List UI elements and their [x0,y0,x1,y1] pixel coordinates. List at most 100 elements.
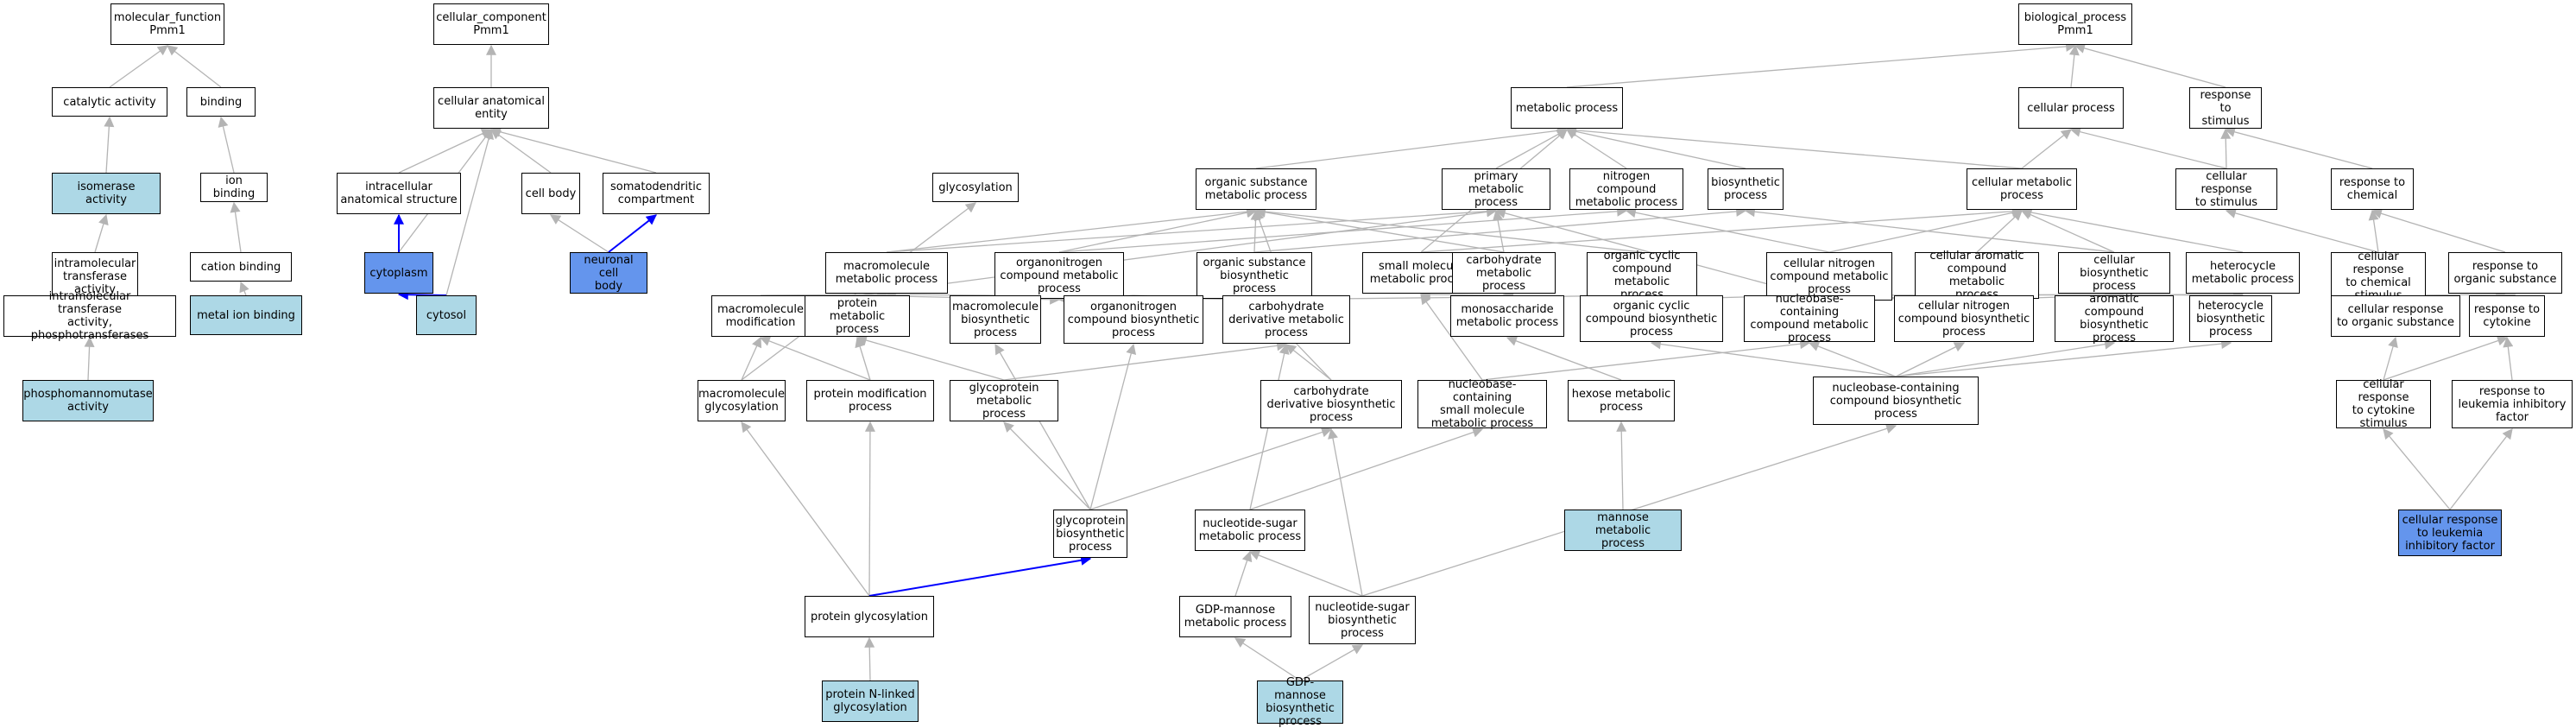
edge-protein-glyco-to-macromol-glyco [741,421,870,597]
node-hexose-met[interactable]: hexose metabolic process [1568,380,1675,421]
node-intracellular[interactable]: intracellular anatomical structure [337,173,461,214]
node-cell-nitrogen-met[interactable]: cellular nitrogen compound metabolic pro… [1766,252,1892,301]
node-glycoprotein-bio[interactable]: glycoprotein biosynthetic process [1053,510,1127,558]
node-nucleotide-sugar-bio[interactable]: nucleotide-sugar biosynthetic process [1309,596,1416,644]
node-heterocycle-met[interactable]: heterocycle metabolic process [2186,252,2300,294]
node-somatodendritic[interactable]: somatodendritic compartment [603,173,710,214]
node-carb-deriv-bio[interactable]: carbohydrate derivative biosynthetic pro… [1260,380,1402,428]
node-cell-bio[interactable]: cellular biosynthetic process [2058,252,2170,294]
node-carb-met[interactable]: carbohydrate metabolic process [1452,252,1556,294]
node-cell-resp-stim[interactable]: cellular response to stimulus [2175,168,2277,210]
node-glycoprotein-met[interactable]: glycoprotein metabolic process [950,380,1058,421]
node-protein-glyco[interactable]: protein glycosylation [805,596,934,637]
node-isomerase[interactable]: isomerase activity [52,173,161,214]
node-cell-body[interactable]: cell body [521,173,580,214]
node-cell-resp-org-sub[interactable]: cellular response to organic substance [2331,295,2460,337]
node-resp-org-sub[interactable]: response to organic substance [2448,252,2562,294]
edge-org-sub-met-to-metabolic [1255,125,1569,169]
node-cytosol[interactable]: cytosol [416,295,477,335]
edge-org-cyclic-met-to-org-sub-met [1254,206,1643,253]
node-gdp-mannose-met[interactable]: GDP-mannose metabolic process [1179,596,1291,637]
node-n-linked-glyco[interactable]: protein N-linked glycosylation [822,681,919,722]
node-cell-resp-chem[interactable]: cellular response to chemical stimulus [2331,250,2426,302]
node-neuronal-cell-body[interactable]: neuronal cell body [570,252,647,294]
node-cytoplasm[interactable]: cytoplasm [364,252,433,294]
node-nucleotide-sugar-met[interactable]: nucleotide-sugar metabolic process [1195,510,1305,551]
edge-cell-met-to-metabolic [1565,124,2023,169]
node-catalytic[interactable]: catalytic activity [52,87,167,117]
node-biosynthetic[interactable]: biosynthetic process [1708,168,1784,210]
node-resp-lif[interactable]: response to leukemia inhibitory factor [2452,380,2573,428]
node-cation-binding[interactable]: cation binding [190,252,292,282]
edge-nucleobase-small-to-small-mol-met [1420,294,1483,381]
node-binding[interactable]: binding [186,87,256,117]
edge-protein-glyco-to-protein-mod [864,421,875,597]
edge-metabolic-to-bp-root [1566,41,2077,88]
edge-cell-resp-lif-to-resp-lif [2449,428,2513,510]
node-cell-met[interactable]: cellular metabolic process [1967,168,2077,210]
edge-cell-resp-cytokine-to-resp-cytokine [2383,335,2509,381]
edge-glycoprotein-met-to-protein-met [856,335,1005,381]
node-org-cyclic-met[interactable]: organic cyclic compound metabolic proces… [1587,250,1697,301]
edge-nucleobase-small-to-nucleobase-met [1481,339,1811,381]
edge-macromol-bio-to-macromol-met [885,289,996,301]
edge-neuronal-cell-body-to-cell-body [549,214,609,253]
node-cell-resp-lif[interactable]: cellular response to leukemia inhibitory… [2398,510,2502,556]
node-ion-binding[interactable]: ion binding [200,173,268,202]
node-macromol-bio[interactable]: macromolecule biosynthetic process [950,295,1041,344]
node-cell-aromatic-met[interactable]: cellular aromatic compound metabolic pro… [1915,250,2039,301]
node-org-cyclic-bio[interactable]: organic cyclic compound biosynthetic pro… [1580,295,1723,342]
edge-cell-resp-chem-to-cell-resp-stim [2225,208,2379,253]
edge-nucleotide-sugar-bio-to-carb-deriv-bio [1328,427,1363,597]
node-intramol-transferase[interactable]: intramolecular transferase activity [52,252,138,301]
node-protein-met[interactable]: protein metabolic process [805,295,910,337]
edge-cell-resp-lif-to-cell-resp-cytokine [2383,428,2451,510]
node-primary-met[interactable]: primary metabolic process [1442,168,1550,210]
edge-heterocycle-bio-to-heterocycle-met [2230,289,2245,301]
node-mannose-met[interactable]: mannose metabolic process [1564,510,1682,551]
edge-neuronal-cell-body-to-somatodendritic [608,214,657,253]
node-nitrogen-comp-met[interactable]: nitrogen compound metabolic process [1569,168,1683,210]
edge-isomerase-to-catalytic [104,116,115,174]
edge-organonitrogen-met-to-org-sub-met [1058,207,1258,253]
node-intramol-phospho[interactable]: intramolecular transferase activity, pho… [3,290,176,342]
node-heterocycle-bio[interactable]: heterocycle biosynthetic process [2189,295,2272,342]
node-cc-root[interactable]: cellular_component Pmm1 [433,3,549,45]
node-organonitrogen-met[interactable]: organonitrogen compound metabolic proces… [994,252,1124,299]
node-nucleobase-bio[interactable]: nucleobase-containing compound biosynthe… [1813,377,1979,425]
edge-cell-met-to-cellular-process [2021,129,2072,169]
node-macromol-glyco[interactable]: macromolecule glycosylation [698,380,786,421]
node-cell-resp-cytokine[interactable]: cellular response to cytokine stimulus [2336,378,2431,430]
node-resp-stimulus[interactable]: response to stimulus [2189,87,2262,129]
node-carb-deriv-met[interactable]: carbohydrate derivative metabolic proces… [1222,295,1350,344]
node-bp-root[interactable]: biological_process Pmm1 [2018,3,2132,45]
edge-cell-resp-chem-to-resp-chemical [2368,209,2379,253]
node-protein-mod[interactable]: protein modification process [806,380,934,421]
node-org-sub-met[interactable]: organic substance metabolic process [1196,168,1316,210]
edge-metal-ion-binding-to-cation-binding [239,281,249,296]
node-nucleobase-met[interactable]: nucleobase-containing compound metabolic… [1744,293,1875,345]
edge-nucleotide-sugar-met-to-nucleobase-small [1249,427,1484,510]
node-mf-root[interactable]: molecular_function Pmm1 [110,3,224,45]
node-metabolic[interactable]: metabolic process [1511,87,1623,129]
node-metal-ion-binding[interactable]: metal ion binding [190,295,302,335]
node-macromol-mod[interactable]: macromolecule modification [711,295,810,337]
node-org-sub-bio[interactable]: organic substance biosynthetic process [1196,252,1312,299]
node-resp-chemical[interactable]: response to chemical [2331,168,2414,210]
node-aromatic-bio[interactable]: aromatic compound biosynthetic process [2055,293,2174,345]
node-resp-cytokine[interactable]: response to cytokine [2469,295,2545,337]
edge-glycoprotein-bio-to-carb-deriv-bio [1089,427,1333,510]
node-cellular-process[interactable]: cellular process [2018,87,2124,129]
node-nucleobase-small[interactable]: nucleobase-containing small molecule met… [1417,378,1547,430]
edge-protein-met-to-primary-met [856,206,1498,296]
node-organonitrogen-bio[interactable]: organonitrogen compound biosynthetic pro… [1064,295,1203,344]
edge-pmm-activity-to-intramol-phospho [84,336,95,381]
node-pmm-activity[interactable]: phosphomannomutase activity [22,380,154,421]
node-macromol-met[interactable]: macromolecule metabolic process [825,252,948,294]
node-glycosylation[interactable]: glycosylation [932,173,1019,202]
node-monosacch-met[interactable]: monosaccharide metabolic process [1450,295,1564,337]
node-gdp-mannose-bio[interactable]: GDP-mannose biosynthetic process [1257,676,1343,728]
node-cell-anat[interactable]: cellular anatomical entity [433,87,549,129]
node-cell-nitrogen-bio[interactable]: cellular nitrogen compound biosynthetic … [1894,295,2034,342]
edge-heterocycle-met-to-cell-met [2020,207,2244,253]
